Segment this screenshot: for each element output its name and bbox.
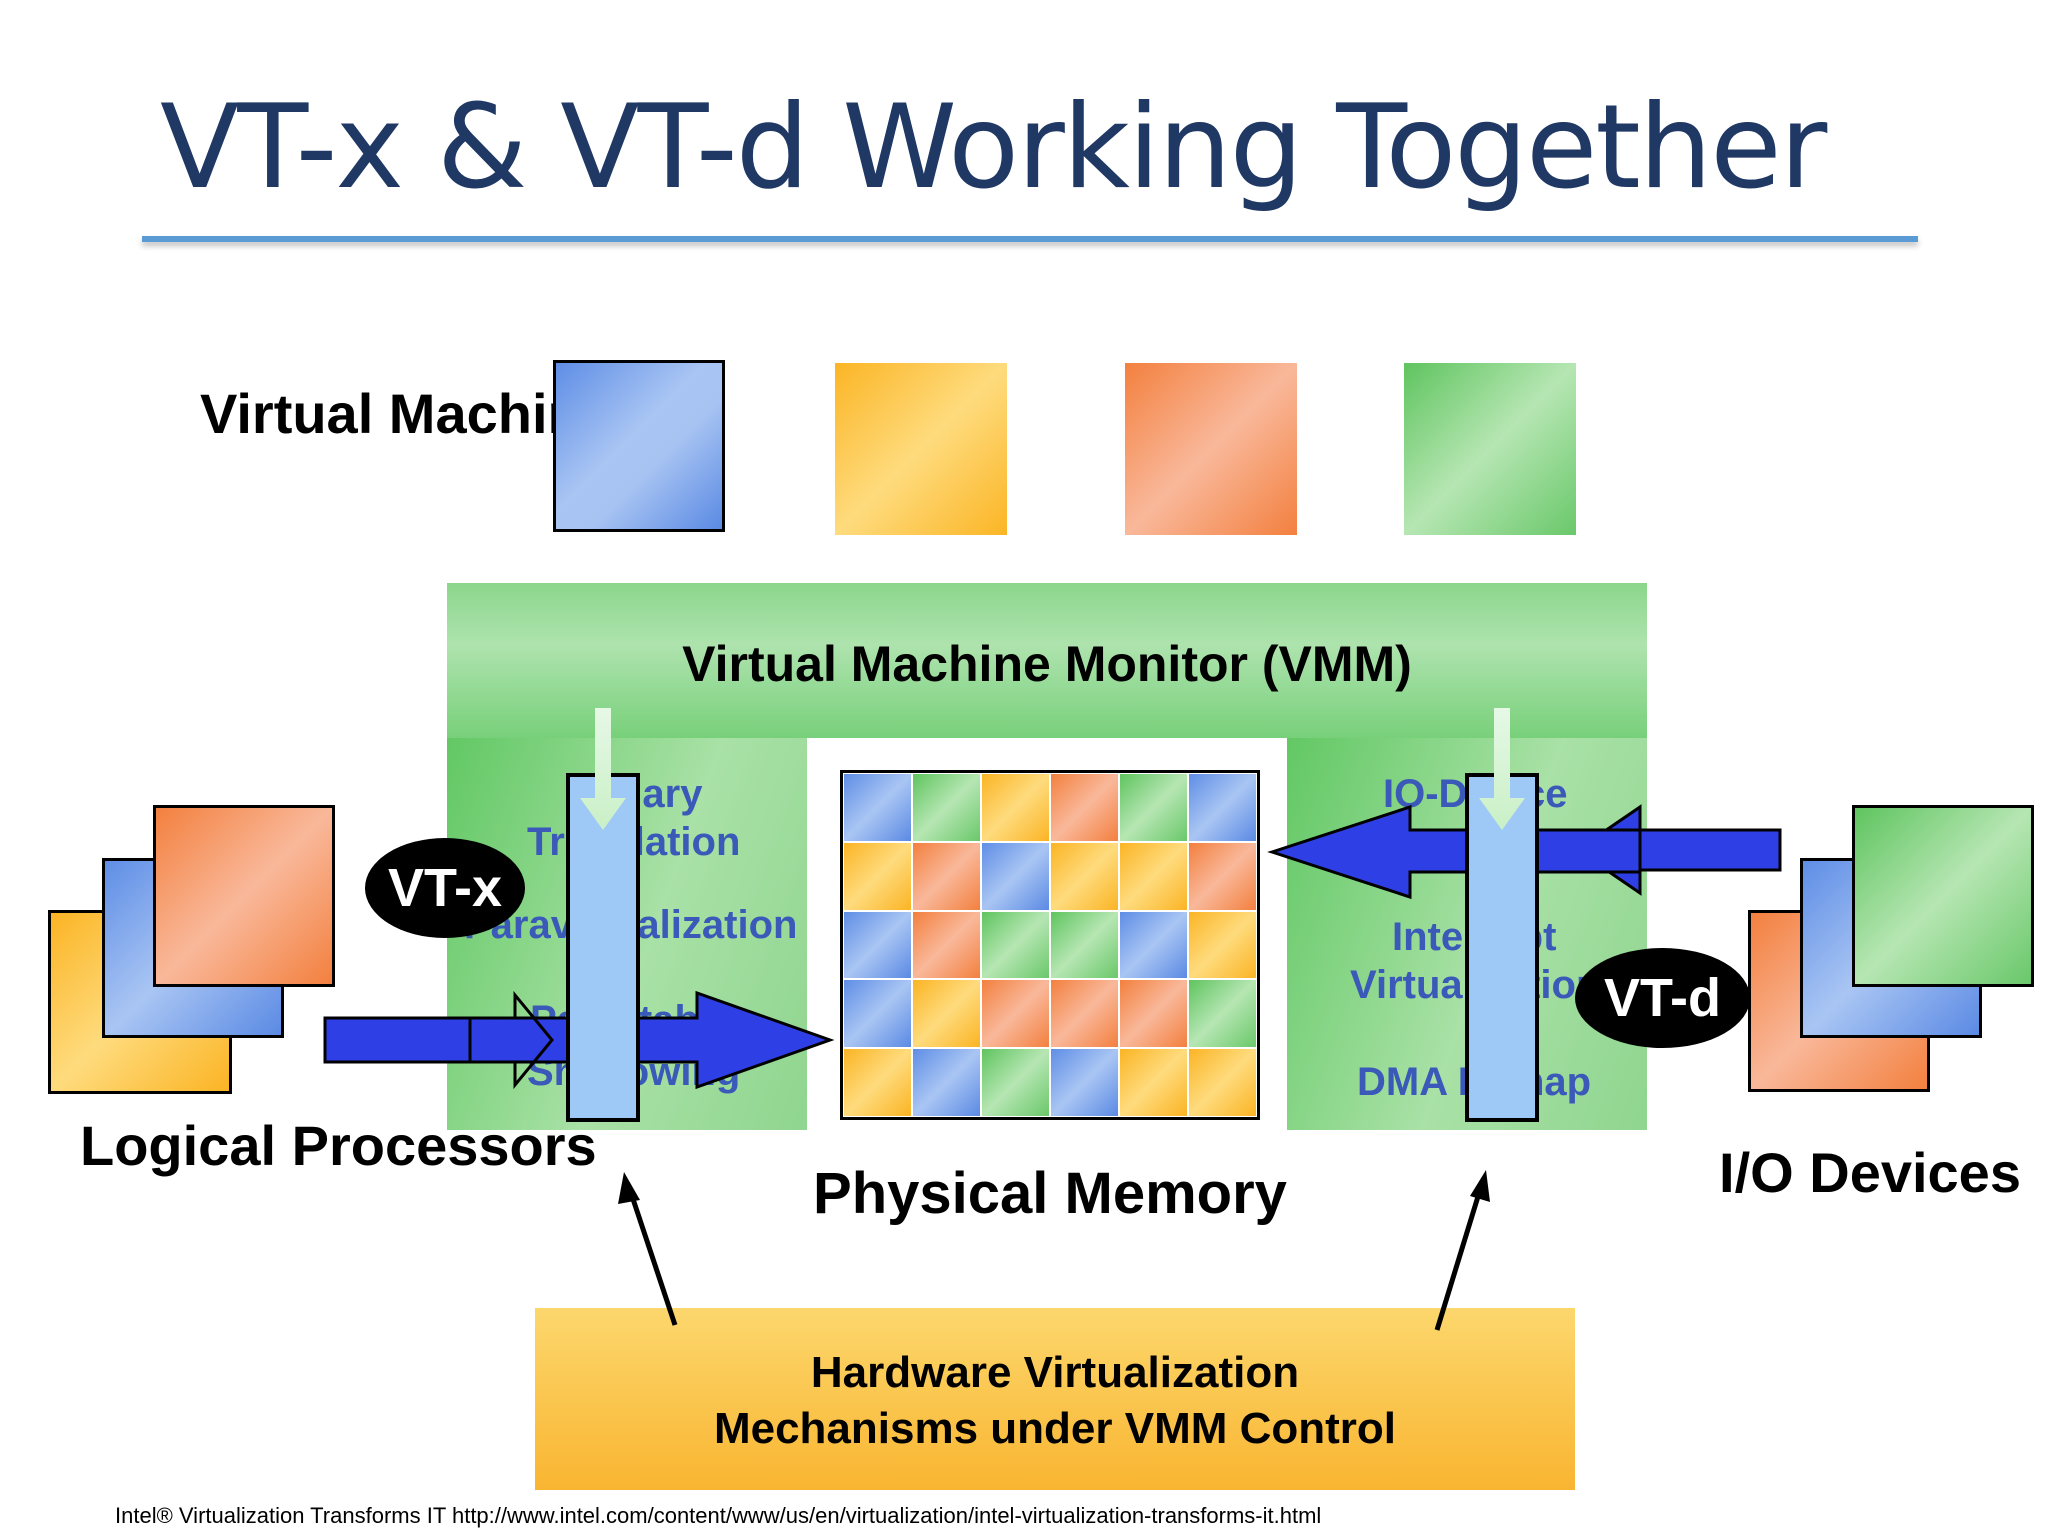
vm-square-green bbox=[1404, 363, 1576, 535]
memory-cell-yellow bbox=[843, 841, 912, 911]
vm-square-orange bbox=[1125, 363, 1297, 535]
hardware-pointer-right bbox=[1434, 1189, 1483, 1331]
memory-cell-yellow bbox=[1188, 910, 1257, 980]
physical-memory-label: Physical Memory bbox=[813, 1161, 1287, 1226]
memory-cell-orange bbox=[912, 841, 981, 911]
memory-cell-yellow bbox=[1188, 1048, 1257, 1117]
vm-square-yellow bbox=[835, 363, 1007, 535]
io-devices-label: I/O Devices bbox=[1719, 1141, 2021, 1204]
memory-cell-yellow bbox=[1119, 841, 1188, 911]
memory-cell-green bbox=[1050, 910, 1119, 980]
memory-cell-blue bbox=[843, 910, 912, 980]
hardware-pointer-left-head bbox=[618, 1172, 640, 1204]
memory-cell-yellow bbox=[1119, 1048, 1188, 1117]
io-device-front bbox=[1852, 805, 2034, 987]
hardware-pointer-right-head bbox=[1470, 1170, 1490, 1202]
vm-square-blue bbox=[553, 360, 725, 532]
memory-cell-orange bbox=[912, 910, 981, 980]
hardware-line-2: Mechanisms under VMM Control bbox=[713, 1404, 1397, 1453]
vt-d-channel bbox=[1465, 773, 1539, 1122]
hardware-virtualization-box bbox=[535, 1308, 1575, 1490]
memory-cell-blue bbox=[1050, 1048, 1119, 1117]
vt-d-down-arrow bbox=[1479, 708, 1525, 830]
title-underline bbox=[142, 236, 1918, 242]
memory-cell-blue bbox=[1119, 910, 1188, 980]
vt-x-arrow-small bbox=[468, 990, 554, 1090]
physical-memory-grid bbox=[840, 770, 1260, 1120]
memory-cell-green bbox=[981, 1048, 1050, 1117]
memory-cell-orange bbox=[1050, 979, 1119, 1049]
memory-cell-blue bbox=[843, 773, 912, 842]
vt-d-arrow-main bbox=[1267, 804, 1642, 900]
logical-processors-label: Logical Processors bbox=[80, 1112, 597, 1180]
memory-cell-blue bbox=[1188, 773, 1257, 842]
vt-x-down-arrow bbox=[580, 708, 626, 830]
memory-cell-yellow bbox=[1050, 841, 1119, 911]
logical-processor-front bbox=[153, 805, 335, 987]
hardware-virtualization-label: Hardware Virtualization Mechanisms under… bbox=[535, 1345, 1575, 1457]
memory-cell-blue bbox=[912, 1048, 981, 1117]
memory-cell-orange bbox=[1188, 841, 1257, 911]
vmm-bar bbox=[447, 583, 1647, 738]
memory-cell-yellow bbox=[981, 773, 1050, 842]
hardware-pointer-left bbox=[627, 1189, 678, 1326]
memory-cell-green bbox=[1188, 979, 1257, 1049]
logical-processors-text: Logical Processors bbox=[80, 1114, 597, 1177]
memory-cell-yellow bbox=[912, 979, 981, 1049]
vt-x-badge-text: VT-x bbox=[387, 858, 503, 918]
footer-citation: Intel® Virtualization Transforms IT http… bbox=[115, 1503, 1322, 1528]
vmm-label: Virtual Machine Monitor (VMM) bbox=[682, 636, 1412, 692]
memory-cell-orange bbox=[981, 979, 1050, 1049]
slide-title: VT-x & VT-d Working Together bbox=[160, 80, 1827, 215]
memory-cell-green bbox=[912, 773, 981, 842]
memory-cell-orange bbox=[1050, 773, 1119, 842]
vt-d-badge-text: VT-d bbox=[1604, 968, 1721, 1028]
hardware-line-1: Hardware Virtualization bbox=[810, 1348, 1300, 1397]
memory-cell-green bbox=[981, 910, 1050, 980]
memory-cell-orange bbox=[1119, 979, 1188, 1049]
memory-cell-blue bbox=[981, 841, 1050, 911]
memory-cell-green bbox=[1119, 773, 1188, 842]
vt-x-badge: VT-x bbox=[365, 838, 525, 938]
memory-cell-blue bbox=[843, 979, 912, 1049]
memory-cell-yellow bbox=[843, 1048, 912, 1117]
vt-d-badge: VT-d bbox=[1575, 948, 1750, 1048]
